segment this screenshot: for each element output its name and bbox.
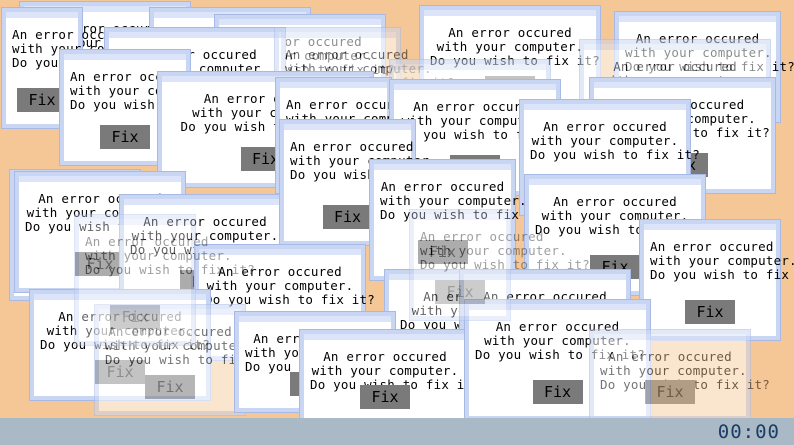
fix-button[interactable]: Fix xyxy=(110,305,160,329)
error-message: An error occured with your computer. Do … xyxy=(85,234,255,277)
taskbar: 00:00 xyxy=(0,418,794,445)
error-popup[interactable]: An error occured with your computer. Do … xyxy=(369,159,550,281)
fix-button[interactable]: Fix xyxy=(145,375,195,399)
error-popup[interactable]: An error occured with your computer. Do … xyxy=(299,329,480,418)
fix-button[interactable]: Fix xyxy=(322,205,373,229)
error-popup[interactable]: An error occured with your computer. Do … xyxy=(94,304,275,416)
error-message: An error occured with your computer. Do … xyxy=(380,179,550,222)
error-popup[interactable]: An error occured with your computer. Do … xyxy=(589,329,770,418)
desktop: An error occured with your computer. Do … xyxy=(1,1,794,418)
error-message: An error occured with your computer. Do … xyxy=(420,229,590,272)
fix-button[interactable]: Fix xyxy=(685,300,735,324)
fix-button[interactable]: Fix xyxy=(435,280,485,304)
error-popup[interactable]: An error occured with your computer. Do … xyxy=(74,214,255,346)
error-popup[interactable]: An error occured with your computer. Do … xyxy=(409,209,590,321)
error-popup[interactable]: An error occured with your computer. Do … xyxy=(639,219,794,341)
error-message: An error occured with your computer. Do … xyxy=(310,349,480,392)
timer: 00:00 xyxy=(717,421,780,443)
fix-button[interactable]: Fix xyxy=(645,380,695,404)
error-message: An error occured with your computer. Do … xyxy=(530,119,700,162)
error-message: An error occured with your computer. Do … xyxy=(650,239,794,282)
fix-button[interactable]: Fix xyxy=(100,125,150,149)
fix-button[interactable]: Fix xyxy=(17,88,67,112)
fix-button[interactable]: Fix xyxy=(360,385,410,409)
fix-button[interactable]: Fix xyxy=(75,252,125,276)
fix-button[interactable]: Fix xyxy=(417,240,468,264)
fix-button[interactable]: Fix xyxy=(532,380,583,404)
